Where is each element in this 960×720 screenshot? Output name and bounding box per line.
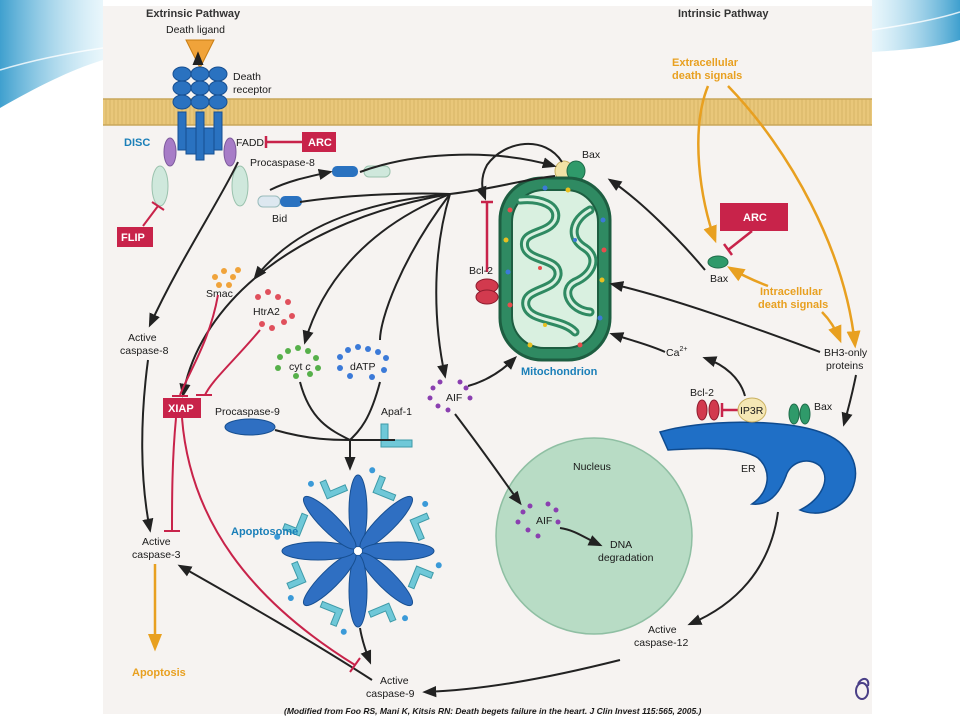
label-death-ligand: Death ligand [166, 24, 225, 36]
label-dna-2: degradation [598, 552, 654, 564]
label-aif-nucleus: AIF [536, 515, 552, 527]
label-datp: dATP [350, 361, 375, 373]
slide-swoosh-left [0, 0, 103, 108]
bid-molecule [257, 195, 302, 208]
label-bax-right: Bax [710, 273, 729, 285]
endoplasmic-reticulum [658, 421, 857, 514]
label-bax-top: Bax [582, 149, 601, 161]
label-nucleus: Nucleus [573, 461, 611, 473]
bcl2-er-molecule [696, 399, 720, 421]
htra2-dots [255, 289, 295, 331]
label-cytc: cyt c [289, 361, 311, 373]
label-ca: Ca2+ [666, 346, 687, 359]
aif-nucleus-dots [515, 501, 561, 539]
inhibition-lines [164, 294, 361, 673]
bcl2-mito-molecule [475, 278, 499, 305]
label-death-receptor-2: receptor [233, 84, 272, 96]
label-htra2: HtrA2 [253, 306, 280, 318]
label-procaspase8: Procaspase-8 [250, 157, 315, 169]
label-active-casp12-1: Active [648, 624, 677, 636]
label-ip3r: IP3R [740, 405, 764, 417]
figure-caption: (Modified from Foo RS, Mani K, Kitsis RN… [284, 706, 702, 716]
xiap-box [163, 398, 201, 418]
bax-right-molecule [707, 255, 729, 269]
label-extracellular-2: death signals [672, 70, 742, 82]
activation-arrows [141, 51, 857, 698]
slide-swoosh-right [872, 0, 960, 52]
label-procaspase9: Procaspase-9 [215, 406, 280, 418]
label-bcl2-er: Bcl-2 [690, 387, 714, 399]
bax-er-molecule [788, 403, 811, 425]
label-flip: FLIP [121, 232, 145, 244]
heading-extrinsic: Extrinsic Pathway [146, 8, 241, 20]
procaspase9-shape [224, 418, 276, 436]
label-active-casp3-1: Active [142, 536, 171, 548]
arc-box-top [302, 132, 336, 152]
label-active-casp12-2: caspase-12 [634, 637, 688, 649]
datp-dots [337, 344, 389, 380]
publisher-logo [855, 678, 870, 700]
label-ca-superscript: 2+ [679, 346, 687, 353]
label-extracellular-1: Extracellular [672, 57, 739, 69]
apaf1-shape [380, 423, 413, 448]
label-fadd: FADD [236, 137, 264, 149]
death-receptor [151, 66, 249, 207]
label-bcl2-mito: Bcl-2 [469, 265, 493, 277]
label-apoptosome: Apoptosome [231, 526, 298, 538]
label-bh3-1: BH3-only [824, 347, 868, 359]
label-cytc-italic: c [305, 361, 311, 373]
ip3r-channel [737, 397, 767, 423]
label-intracellular-1: Intracellular [760, 286, 823, 298]
label-mitochondrion: Mitochondrion [521, 366, 598, 378]
label-apaf1: Apaf-1 [381, 406, 412, 418]
label-arc-top: ARC [308, 137, 332, 149]
label-er: ER [741, 463, 756, 475]
mitochondrion [498, 176, 612, 362]
label-dna-1: DNA [610, 539, 632, 551]
label-active-casp8-2: caspase-8 [120, 345, 169, 357]
cytc-dots [275, 345, 321, 379]
label-death-receptor-1: Death [233, 71, 261, 83]
flip-box [117, 227, 153, 247]
arc-box-right [720, 203, 788, 231]
label-apoptosis: Apoptosis [132, 667, 186, 679]
label-bh3-2: proteins [826, 360, 863, 372]
label-arc-right: ARC [743, 212, 767, 224]
apoptosome [274, 467, 442, 635]
aif-mid-dots [427, 379, 473, 413]
label-intracellular-2: death signals [758, 299, 828, 311]
label-active-casp8-1: Active [128, 332, 157, 344]
label-xiap: XIAP [168, 403, 194, 415]
label-active-casp9-1: Active [380, 675, 409, 687]
label-active-casp9-2: caspase-9 [366, 688, 415, 700]
label-active-casp3-2: caspase-3 [132, 549, 181, 561]
heading-intrinsic: Intrinsic Pathway [678, 8, 769, 20]
label-disc: DISC [124, 137, 150, 149]
label-smac: Smac [206, 288, 233, 300]
smac-dots [212, 267, 241, 288]
label-bid: Bid [272, 213, 287, 225]
label-bax-er: Bax [814, 401, 833, 413]
bax-top [554, 160, 586, 182]
label-aif-mid: AIF [446, 392, 462, 404]
death-ligand-triangle [185, 39, 215, 70]
